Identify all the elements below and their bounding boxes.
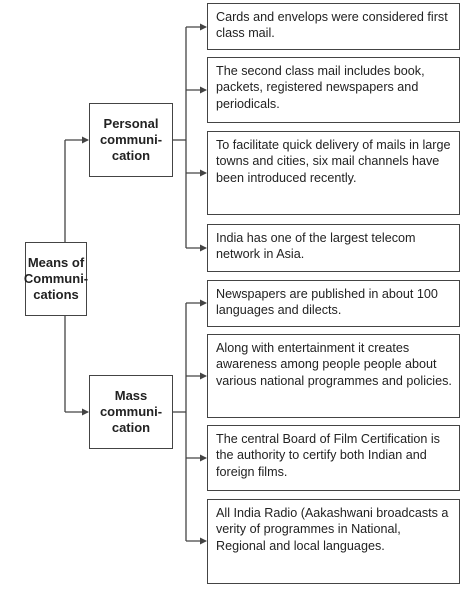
root-node-means-of-communications: Means of Communi- cations xyxy=(23,242,89,316)
root-label: Means of Communi- cations xyxy=(23,255,89,302)
branch-label-mass: Mass communi- cation xyxy=(99,388,163,435)
personal-leaf-1: Cards and envelops were considered first… xyxy=(207,3,460,50)
branch-node-personal-communication: Personal communi- cation xyxy=(89,103,173,177)
leaf-text: Newspapers are published in about 100 la… xyxy=(216,287,438,318)
mass-leaf-1: Newspapers are published in about 100 la… xyxy=(207,280,460,327)
leaf-text: The second class mail includes book, pac… xyxy=(216,64,425,111)
leaf-text: Along with entertainment it creates awar… xyxy=(216,341,452,388)
personal-leaf-3: To facilitate quick delivery of mails in… xyxy=(207,131,460,215)
branch-node-mass-communication: Mass communi- cation xyxy=(89,375,173,449)
leaf-text: To facilitate quick delivery of mails in… xyxy=(216,138,451,185)
branch-label-personal: Personal communi- cation xyxy=(99,116,163,163)
leaf-text: India has one of the largest telecom net… xyxy=(216,231,416,262)
leaf-text: Cards and envelops were considered first… xyxy=(216,10,448,41)
mass-leaf-3: The central Board of Film Certification … xyxy=(207,425,460,491)
leaf-text: The central Board of Film Certification … xyxy=(216,432,440,479)
leaf-text: All India Radio (Aakashwani broadcasts a… xyxy=(216,506,449,553)
mass-leaf-2: Along with entertainment it creates awar… xyxy=(207,334,460,418)
personal-leaf-4: India has one of the largest telecom net… xyxy=(207,224,460,272)
personal-leaf-2: The second class mail includes book, pac… xyxy=(207,57,460,123)
mass-leaf-4: All India Radio (Aakashwani broadcasts a… xyxy=(207,499,460,584)
